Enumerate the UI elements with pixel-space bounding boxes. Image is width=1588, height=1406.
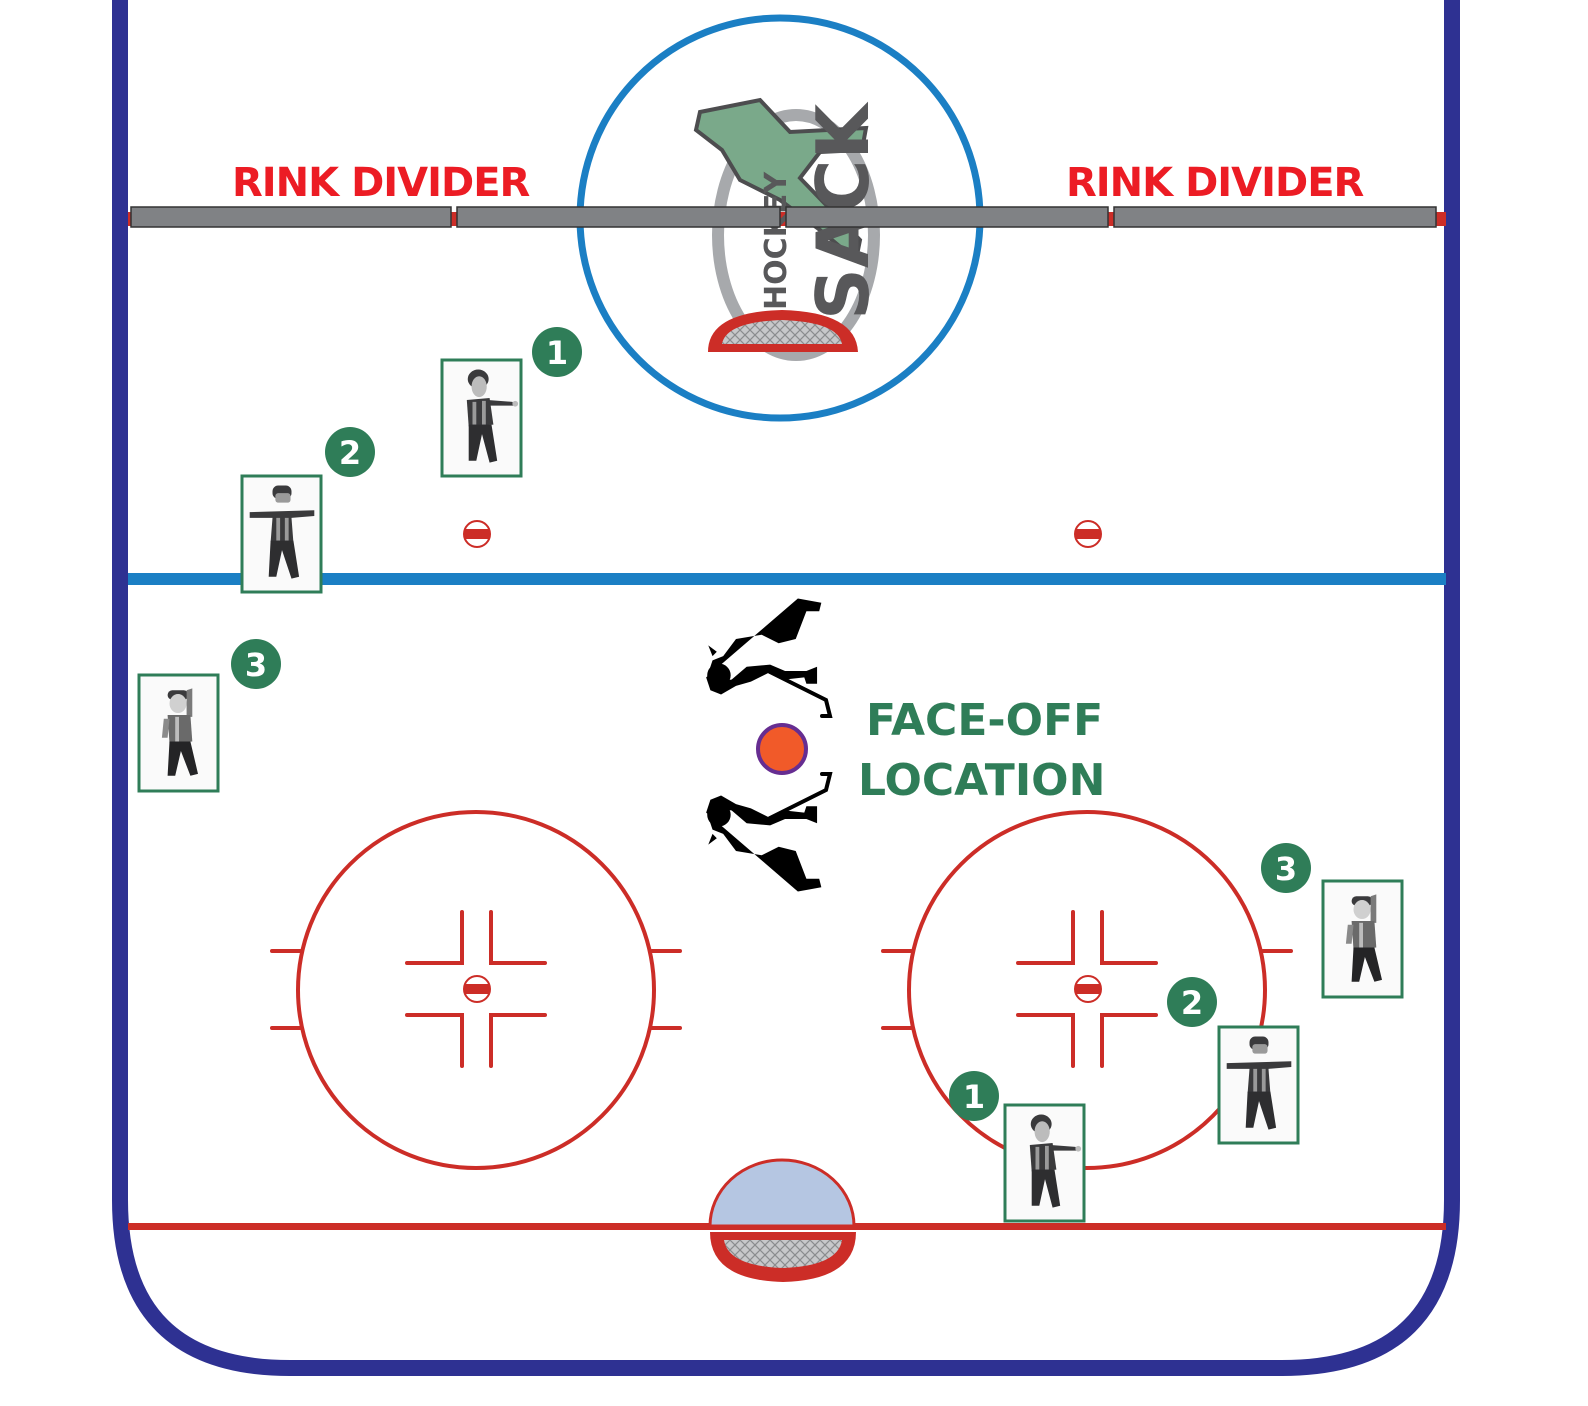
goal-crease	[708, 1158, 856, 1228]
logo-word-hockey: HOCKEY	[759, 171, 794, 310]
neutral-faceoff-dot-left	[463, 520, 491, 548]
position-badge-left-1: 1	[532, 327, 582, 377]
position-badge-right-1: 1	[949, 1071, 999, 1121]
rink-divider-label-right: RINK DIVIDER	[1066, 160, 1364, 206]
official-left-2	[240, 474, 323, 594]
goal-net	[710, 1232, 856, 1282]
svg-text:2: 2	[339, 434, 361, 472]
position-badge-right-2: 2	[1167, 977, 1217, 1027]
blue-line	[128, 573, 1446, 585]
official-right-1	[1003, 1103, 1086, 1223]
faceoff-location-label-line2: LOCATION	[858, 755, 1105, 806]
svg-text:3: 3	[1275, 850, 1297, 888]
official-right-2	[1217, 1025, 1300, 1145]
official-left-1	[440, 358, 523, 478]
official-right-3	[1321, 879, 1404, 999]
faceoff-location-label-line1: FACE-OFF	[866, 695, 1103, 746]
position-badge-right-3: 3	[1261, 843, 1311, 893]
rink-divider-panels	[130, 206, 1437, 228]
faceoff-circle-right	[881, 810, 1293, 1170]
svg-text:1: 1	[963, 1078, 985, 1116]
svg-text:2: 2	[1181, 984, 1203, 1022]
rink-boards	[112, 0, 1460, 1376]
svg-text:1: 1	[546, 334, 568, 372]
official-left-3	[137, 673, 220, 793]
rink-divider-label-left: RINK DIVIDER	[232, 160, 530, 206]
faceoff-circle-left	[270, 810, 682, 1170]
faceoff-dot-left	[463, 975, 491, 1003]
neutral-faceoff-dot-right	[1074, 520, 1102, 548]
position-badge-left-2: 2	[325, 427, 375, 477]
skater-bottom-icon	[706, 772, 833, 892]
faceoff-puck-marker	[756, 723, 808, 775]
faceoff-dot-right	[1074, 975, 1102, 1003]
skater-top-icon	[706, 598, 833, 718]
position-badge-left-3: 3	[231, 639, 281, 689]
svg-text:3: 3	[245, 646, 267, 684]
